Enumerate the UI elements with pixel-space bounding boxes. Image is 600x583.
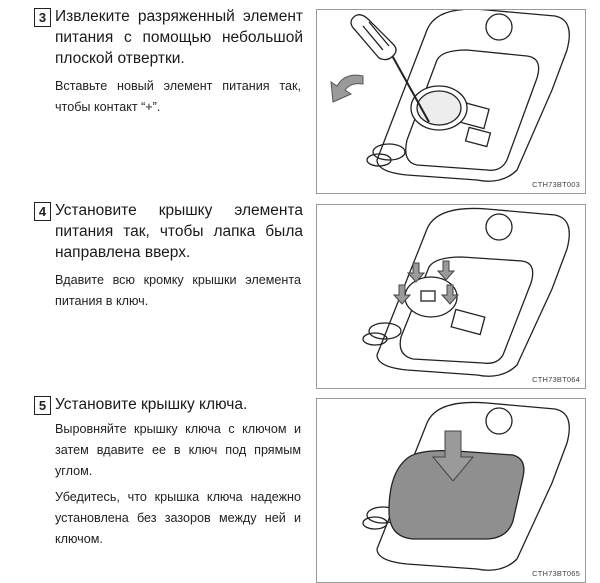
figure-install-cover: CTH73BT064 (316, 204, 586, 389)
figure-code: CTH73BT064 (532, 375, 580, 384)
step-paragraph: Вдавите всю кромку крышки элемента питан… (55, 273, 301, 308)
figure-code: CTH73BT003 (532, 180, 580, 189)
battery-icon (410, 85, 468, 131)
step-title: Установите крышку ключа. (55, 396, 248, 413)
screwdriver-icon (350, 14, 430, 123)
figure-illustration (362, 207, 570, 377)
key-ring-icon (366, 143, 406, 167)
key-cover-icon (388, 449, 525, 540)
step-paragraph: Вставьте новый элемент питания так, чтоб… (55, 79, 301, 114)
step-number: 3 (34, 8, 51, 27)
figure-code: CTH73BT065 (532, 569, 580, 578)
step-number: 4 (34, 202, 51, 221)
step-title: Установите крышку элемента питания так, … (55, 202, 303, 261)
press-arrows-icon (392, 260, 460, 305)
figure-illustration (362, 401, 570, 571)
step-title: Извлеките разряженный элемент питания с … (55, 8, 303, 67)
key-ring-icon (362, 322, 402, 346)
step-number: 5 (34, 396, 51, 415)
step-paragraph: Выровняйте крышку ключа с ключом и затем… (55, 422, 301, 478)
down-arrow-icon (431, 430, 475, 482)
figure-illustration (330, 10, 570, 182)
curved-arrow-icon (330, 74, 364, 103)
step-paragraph: Убедитесь, что крышка ключа надежно уста… (55, 490, 301, 546)
key-fob-icon (376, 10, 570, 182)
figure-remove-battery: CTH73BT003 (316, 9, 586, 194)
figure-install-key-cover: CTH73BT065 (316, 398, 586, 583)
